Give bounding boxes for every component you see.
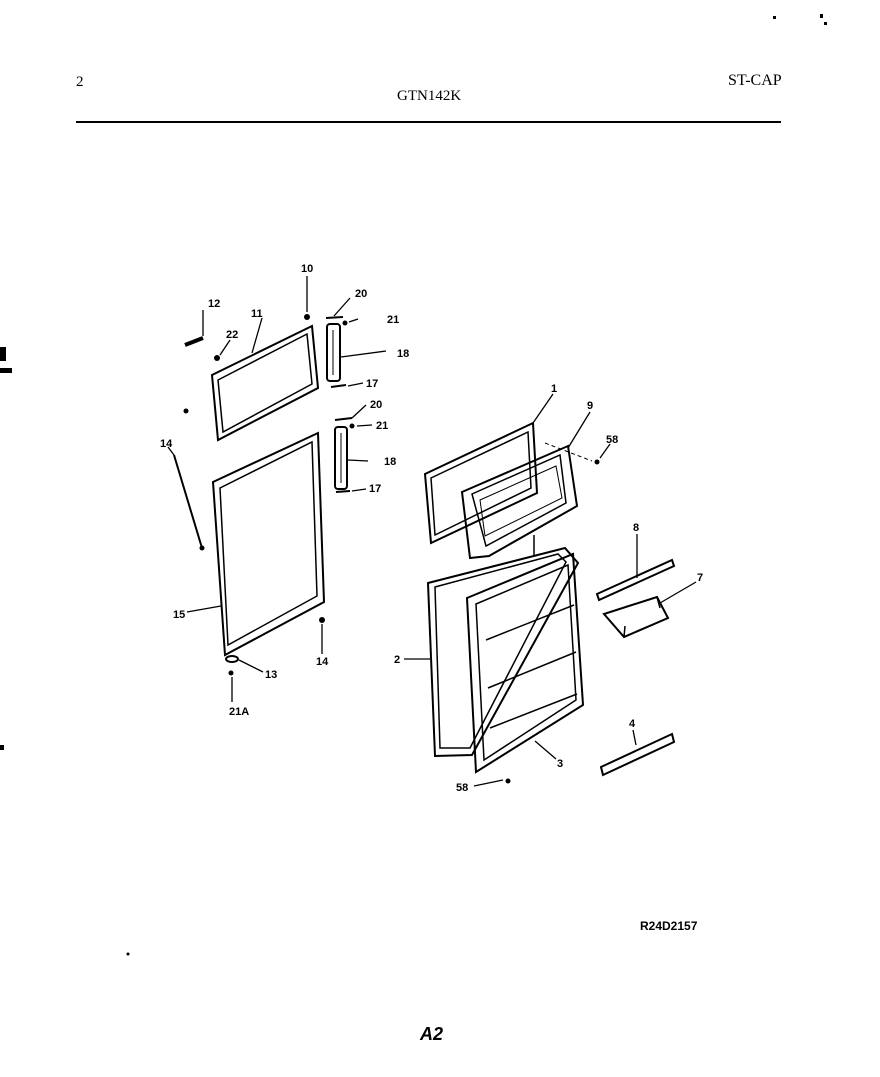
page-number: 2 bbox=[76, 74, 84, 90]
callout-21A: 21A bbox=[229, 706, 249, 718]
fresh-food-door-panel bbox=[211, 431, 326, 657]
callout-58-bottom: 58 bbox=[456, 782, 468, 794]
callout-7: 7 bbox=[697, 572, 703, 584]
callout-17-top: 17 bbox=[366, 378, 378, 390]
freezer-door-panel bbox=[210, 324, 320, 442]
hinge-bracket bbox=[225, 655, 239, 663]
callout-8: 8 bbox=[633, 522, 639, 534]
callout-21-top: 21 bbox=[387, 314, 399, 326]
sheet-id: A2 bbox=[420, 1024, 444, 1044]
callout-4: 4 bbox=[629, 718, 636, 730]
callout-12: 12 bbox=[208, 298, 220, 310]
callout-2: 2 bbox=[394, 654, 400, 666]
fresh-food-gasket bbox=[426, 546, 580, 758]
door-bin bbox=[602, 595, 670, 639]
fasteners bbox=[183, 314, 600, 784]
callout-18-bottom: 18 bbox=[384, 456, 396, 468]
end-cap-bottom bbox=[330, 384, 347, 388]
callout-20-bottom: 20 bbox=[370, 399, 382, 411]
fresh-food-door-liner bbox=[465, 552, 585, 774]
callout-10: 10 bbox=[301, 263, 313, 275]
end-cap-top bbox=[325, 316, 344, 319]
shelf-rail-lower bbox=[599, 732, 676, 777]
callout-15: 15 bbox=[173, 609, 185, 621]
model-number: GTN142K bbox=[397, 88, 462, 104]
shelf-rail-upper bbox=[595, 558, 676, 602]
end-cap-top-2 bbox=[334, 417, 353, 421]
fresh-food-handle bbox=[334, 426, 348, 490]
callout-3: 3 bbox=[557, 758, 563, 770]
callout-17-bottom: 17 bbox=[369, 483, 381, 495]
callout-22: 22 bbox=[226, 329, 238, 341]
callout-20-top: 20 bbox=[355, 288, 367, 300]
hinge-pin bbox=[173, 454, 203, 549]
section-code: ST-CAP bbox=[728, 72, 782, 89]
header-rule bbox=[76, 121, 781, 123]
callout-14-right: 14 bbox=[316, 656, 329, 668]
callout-14-left: 14 bbox=[160, 438, 173, 450]
end-cap-bottom-2 bbox=[335, 490, 351, 493]
freezer-handle bbox=[326, 323, 341, 382]
trim-strip bbox=[184, 336, 204, 347]
callout-58-top: 58 bbox=[606, 434, 618, 446]
callout-labels: 10 12 11 22 20 21 18 17 20 21 18 17 14 1… bbox=[160, 263, 703, 794]
scan-artifacts bbox=[0, 14, 827, 956]
freezer-gasket bbox=[423, 421, 539, 545]
drawing-reference: R24D2157 bbox=[640, 919, 698, 933]
callout-1: 1 bbox=[551, 383, 557, 395]
callout-21-bottom: 21 bbox=[376, 420, 388, 432]
leader-lines bbox=[167, 276, 697, 787]
callout-11: 11 bbox=[251, 308, 263, 320]
freezer-door-liner bbox=[460, 444, 579, 560]
callout-18-top: 18 bbox=[397, 348, 409, 360]
callout-9: 9 bbox=[587, 400, 593, 412]
callout-13: 13 bbox=[265, 669, 277, 681]
